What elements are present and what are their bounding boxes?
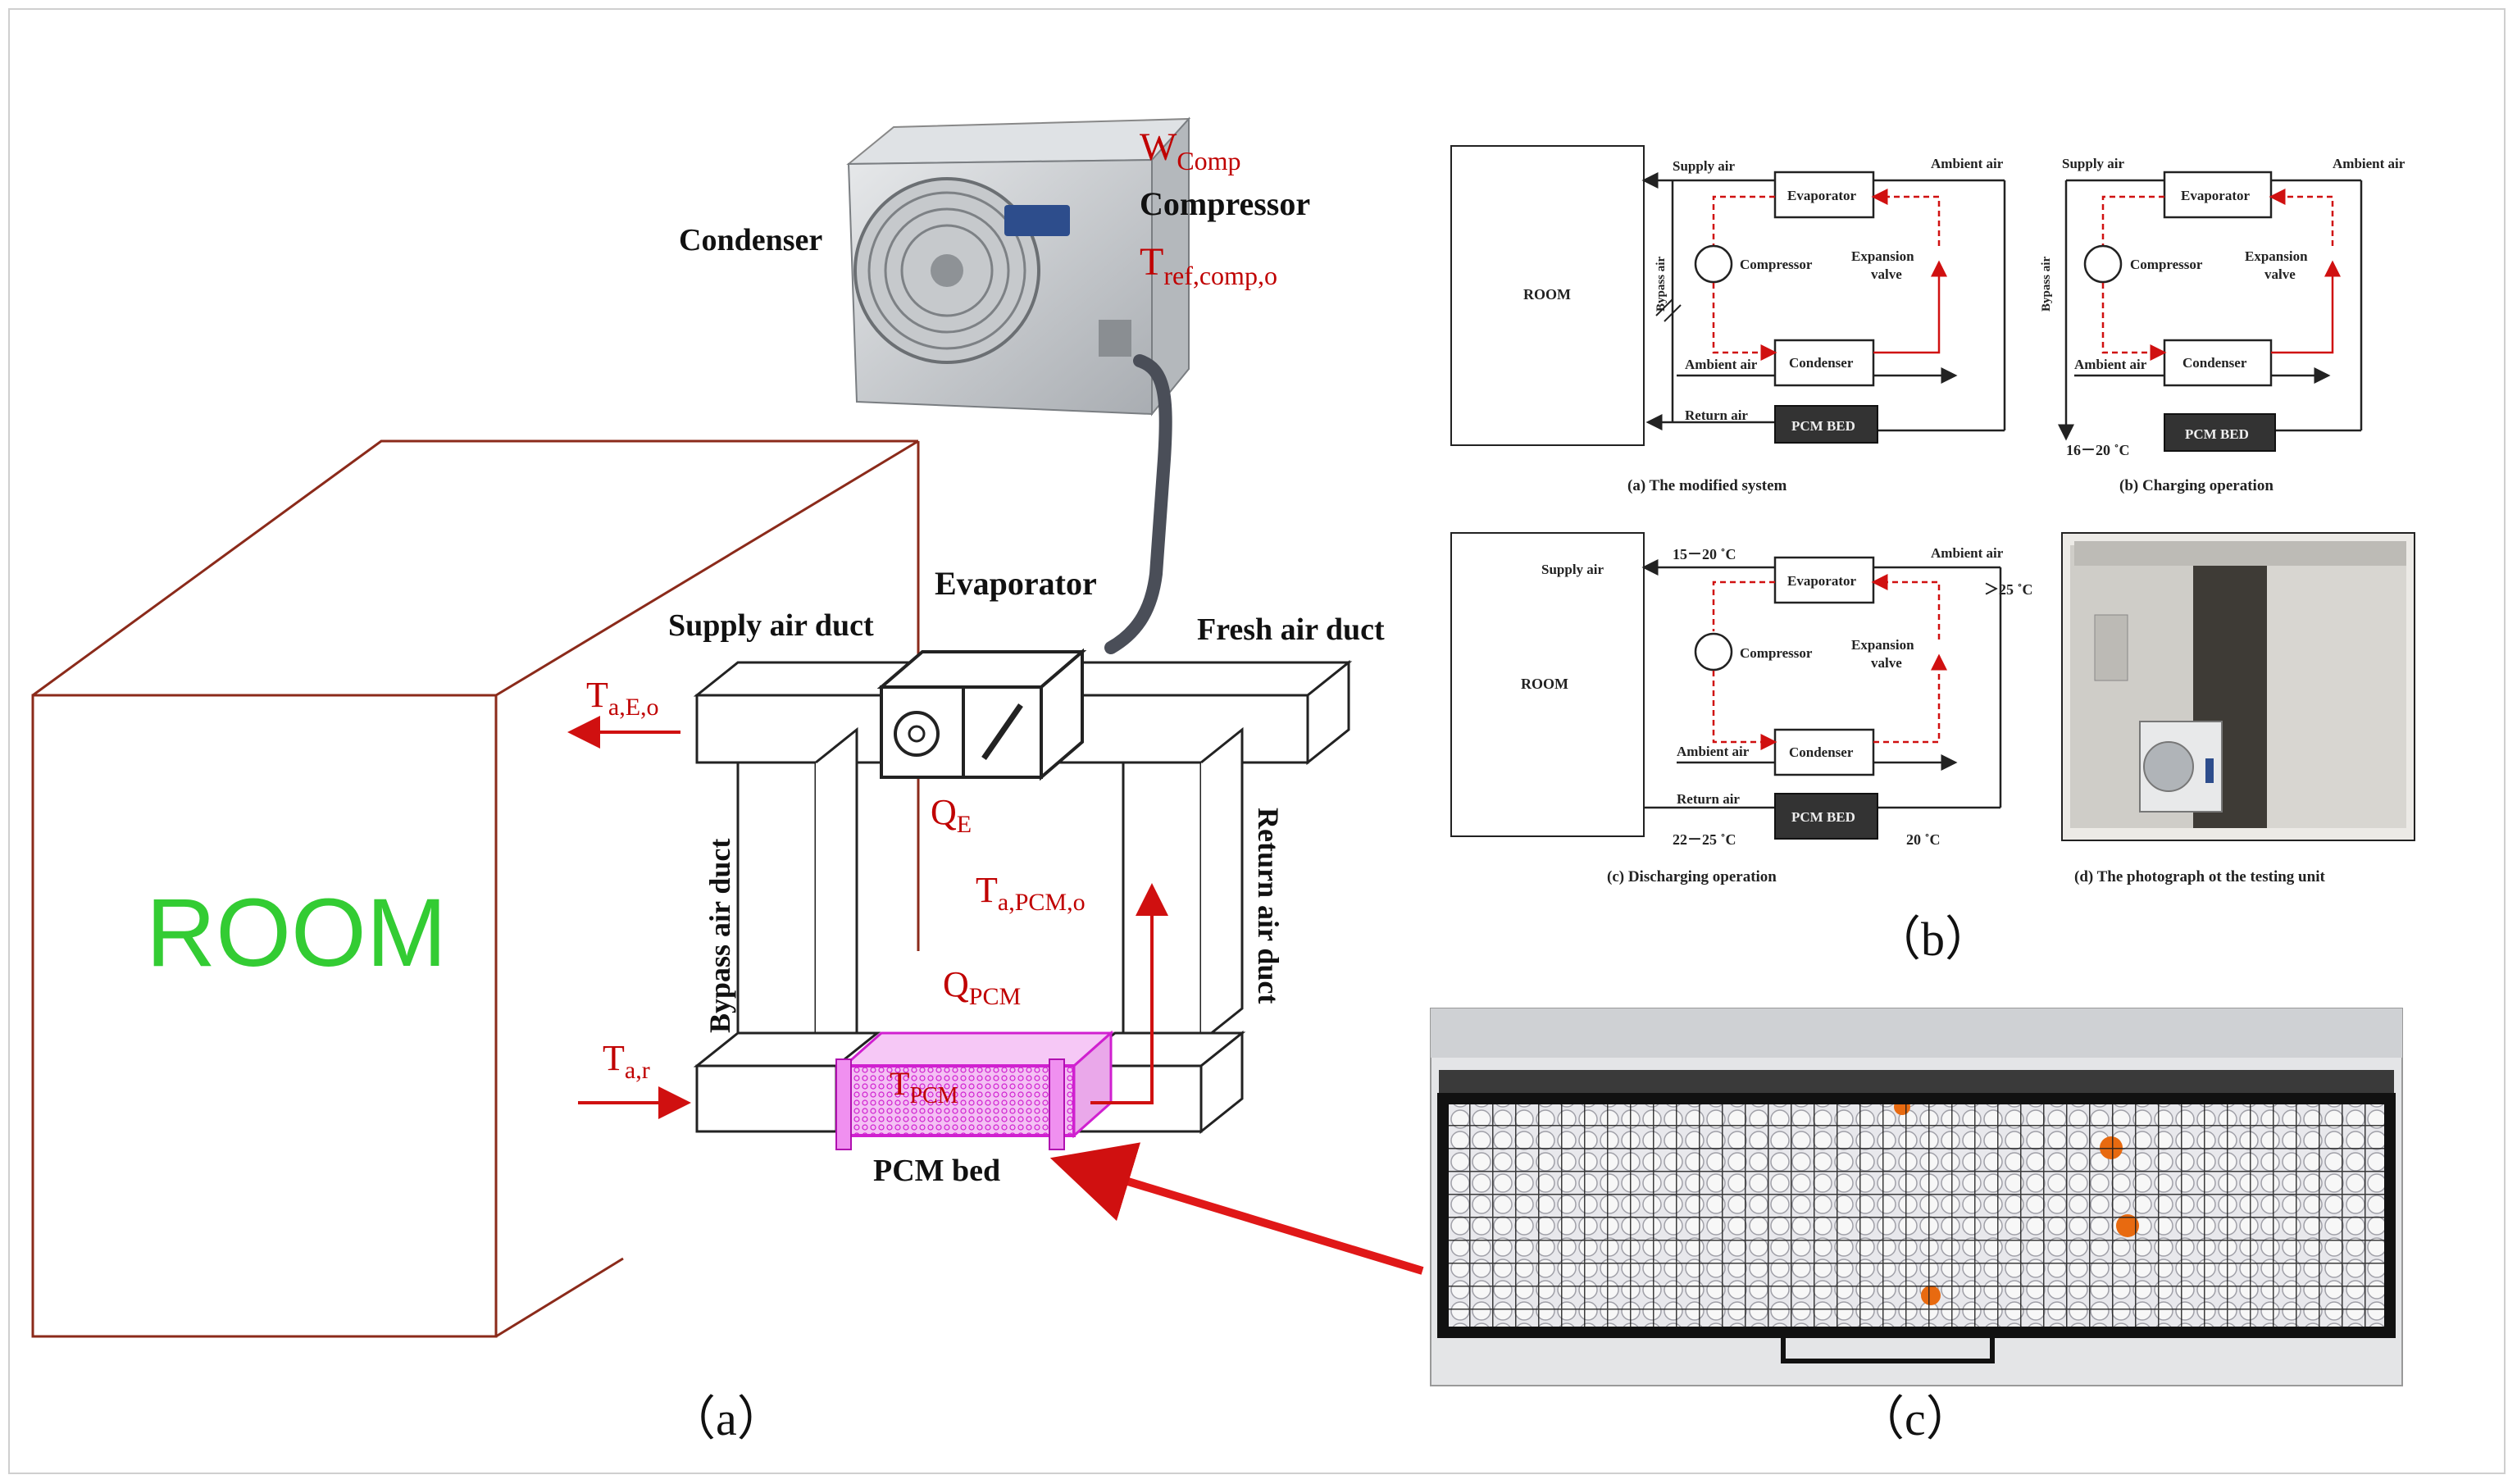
schematic-c-ambient2: Ambient air [1677,744,1750,759]
schematic-a-condenser: Condenser [1789,355,1854,371]
qe-label: QE [931,792,972,838]
schematic-c-pcm: PCM BED [1791,809,1855,825]
schematic-c-supply: Supply air [1541,562,1604,577]
schematic-b-condenser: Condenser [2182,355,2247,371]
schematic-c-condenser: Condenser [1789,744,1854,760]
panel-c: （c） [1430,1008,2403,1445]
t-a-pcm-o-label: Ta,PCM,o [976,870,1086,916]
bypass-air-duct [693,726,881,1133]
schematic-a-expansion: Expansion [1851,248,1914,264]
schematic-c-caption: (c) Discharging operation [1607,868,1777,885]
schematic-b-ambient2: Ambient air [2074,357,2147,372]
schematic-c-room: ROOM [1521,676,1568,692]
schematic-a-caption: (a) The modified system [1627,477,1787,494]
supply-air-duct-label: Supply air duct [668,608,874,643]
schematic-b-valve: valve [2264,266,2296,282]
panel-a: ROOM [31,116,1424,1445]
pcm-bed-label: PCM bed [873,1154,1000,1188]
schematic-b-compressor: Compressor [2130,257,2203,272]
fresh-air-duct-label: Fresh air duct [1197,612,1385,647]
brand-plate [1004,205,1070,236]
schematic-c: ROOM Evaporator Condenser PCM BED Supply… [1450,532,2033,885]
t-ref-comp-label: Tref,comp,o [1140,240,1277,290]
schematic-d-caption: (d) The photograph ot the testing unit [2074,868,2325,885]
w-comp-label: WComp [1140,125,1241,175]
schematic-a-ambient: Ambient air [1931,156,2004,171]
schematic-d-photo: (d) The photograph ot the testing unit [2061,532,2415,885]
schematic-c-temp-ambient: ＞25 ˚C [1984,581,2033,598]
schematic-b-temp: 16－20 ˚C [2066,442,2130,458]
room-box [31,439,920,1338]
panel-a-caption: （a） [668,1392,785,1445]
room-label: ROOM [146,879,447,987]
schematic-a-valve: valve [1871,266,1902,282]
schematic-a-supply: Supply air [1673,158,1736,174]
schematic-b-ambient: Ambient air [2333,156,2405,171]
pcm-out-arrow [1090,883,1168,1104]
evaporator-box [876,648,1087,781]
schematic-c-temp-supply: 15－20 ˚C [1673,546,1736,562]
q-pcm-label: QPCM [943,964,1021,1010]
schematic-c-ambient: Ambient air [1931,545,2004,561]
schematic-a-pcm: PCM BED [1791,418,1855,434]
pcm-cage-grid [1443,1099,2390,1332]
schematic-a-room: ROOM [1523,286,1571,303]
return-air-duct-label: Return air duct [1252,808,1285,1004]
bypass-air-duct-label: Bypass air duct [703,839,736,1033]
photo-pointer-arrow [1049,1142,1424,1275]
schematic-a-ambient2: Ambient air [1685,357,1758,372]
schematic-c-valve: valve [1871,655,1902,671]
schematic-a: ROOM Evaporator Condenser PCM BED Supply… [1450,145,2006,494]
evaporator-label: Evaporator [935,565,1097,602]
schematic-a-evaporator: Evaporator [1787,188,1857,203]
schematic-c-compressor: Compressor [1740,645,1813,661]
schematic-c-evaporator: Evaporator [1787,573,1857,589]
schematic-a-return: Return air [1685,407,1748,423]
figure-frame [8,8,2506,1474]
schematic-a-bypass: Bypass air [1654,257,1668,312]
schematic-c-temp-out: 20 ˚C [1906,831,1941,848]
panel-b-caption: （b） [1873,913,1992,966]
t-a-e-o-label: Ta,E,o [586,675,659,721]
fan-icon [894,711,940,757]
pcm-bed [835,1030,1114,1150]
condenser-label: Condenser [679,223,822,257]
schematic-b-caption: (b) Charging operation [2119,477,2273,494]
panel-b: ROOM Evaporator Condenser PCM BED Supply… [1450,145,2415,966]
refrigerant-pipe [1104,354,1172,654]
schematic-b-bypass: Bypass air [2040,257,2053,312]
condenser-unit [846,116,1191,417]
schematic-b: Evaporator Condenser PCM BED Supply air … [2040,156,2405,494]
schematic-b-supply: Supply air [2062,156,2125,171]
schematic-a-compressor: Compressor [1740,257,1813,272]
panel-c-caption: （c） [1857,1392,1973,1445]
compressor-label: Compressor [1140,185,1310,222]
schematic-c-expansion: Expansion [1851,637,1914,653]
schematic-b-expansion: Expansion [2245,248,2308,264]
schematic-c-return: Return air [1677,791,1740,807]
schematic-c-temp-return: 22－25 ˚C [1673,831,1736,848]
schematic-b-evaporator: Evaporator [2181,188,2251,203]
t-pcm-label: TPCM [890,1065,958,1108]
t-a-r-label: Ta,r [603,1038,650,1084]
fresh-air-duct [1037,659,1353,766]
schematic-b-pcm: PCM BED [2185,426,2249,442]
